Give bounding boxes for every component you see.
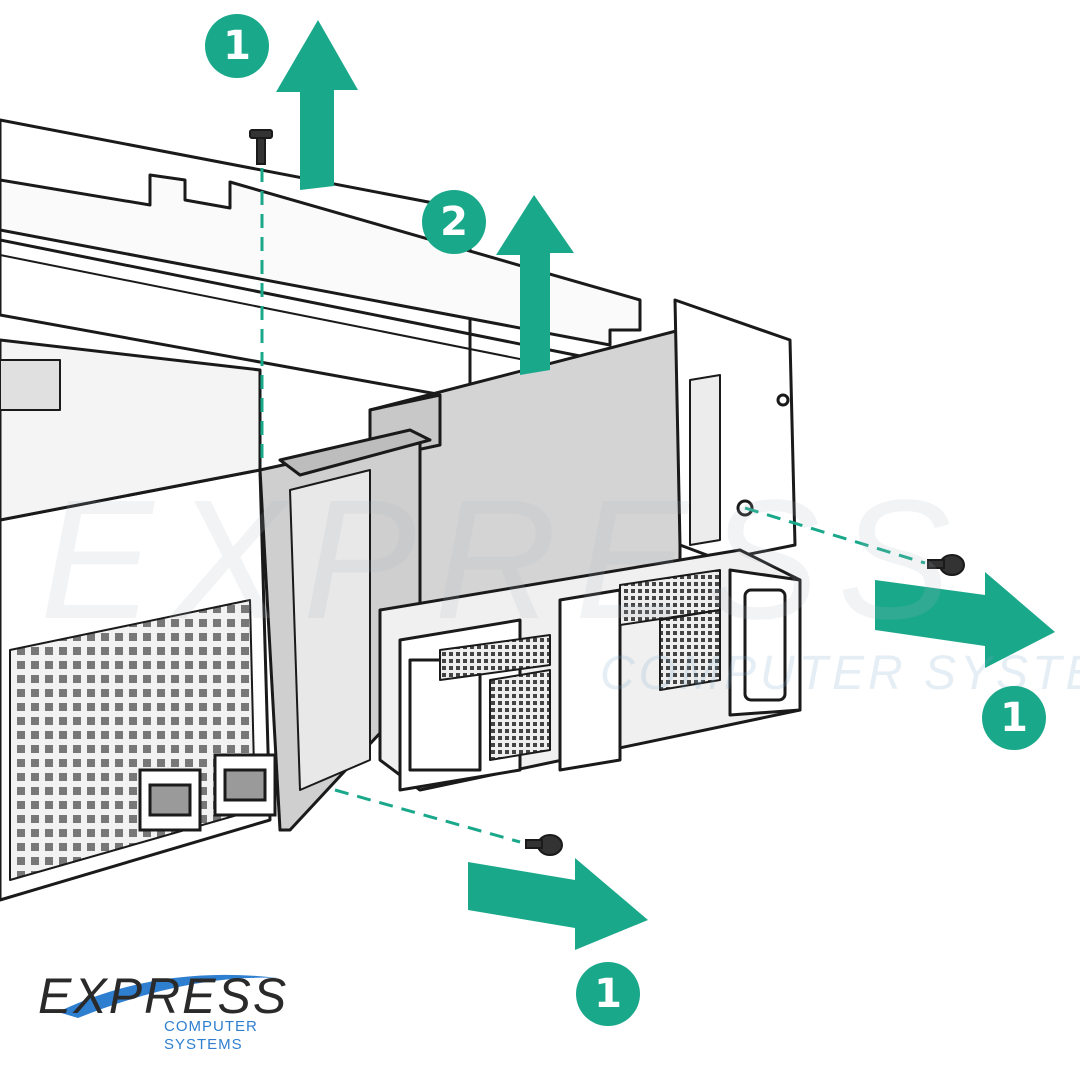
step-badge-1-right: 1 bbox=[982, 686, 1046, 750]
bracket-plate bbox=[673, 298, 797, 562]
screw-icon bbox=[249, 129, 273, 165]
logo-swoosh-icon bbox=[58, 974, 278, 1018]
company-logo: EXPRESS COMPUTER SYSTEMS bbox=[38, 968, 338, 1053]
network-ports bbox=[138, 753, 277, 832]
step-badge-1-bottom: 1 bbox=[576, 962, 640, 1026]
watermark-text: EXPRESS bbox=[40, 465, 970, 655]
step-badge-2: 2 bbox=[422, 190, 486, 254]
arrow-icon bbox=[276, 20, 1055, 950]
screw-icon bbox=[927, 554, 965, 576]
guide-lines bbox=[260, 168, 926, 844]
logo-wordmark: EXPRESS bbox=[38, 968, 289, 1024]
power-supplies bbox=[378, 548, 802, 792]
riser-cage bbox=[258, 328, 682, 832]
screw-icon bbox=[525, 834, 563, 856]
step-badge-1-top: 1 bbox=[205, 14, 269, 78]
logo-subtext: COMPUTER SYSTEMS bbox=[164, 1018, 258, 1053]
chassis-top bbox=[0, 118, 642, 402]
